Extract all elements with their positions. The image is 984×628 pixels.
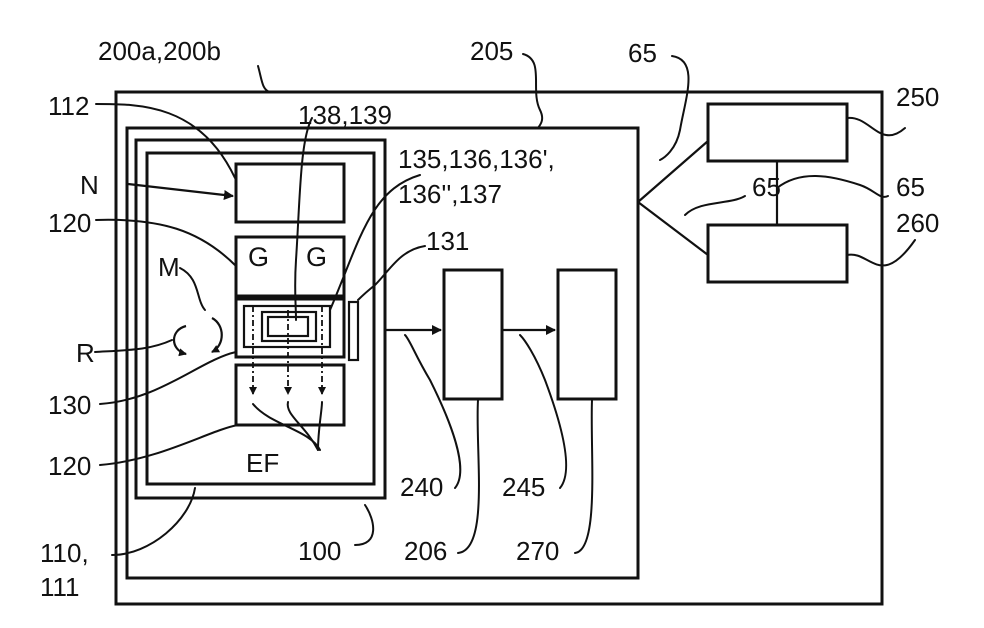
- remote-box-250: [708, 104, 847, 161]
- label-r: R: [76, 338, 95, 368]
- label-138-139: 138,139: [298, 100, 392, 130]
- leader-65a: [660, 56, 689, 160]
- label-65-right: 65: [896, 172, 925, 202]
- label-131: 131: [426, 226, 469, 256]
- label-g-left: G: [248, 242, 269, 272]
- label-111: 111: [40, 572, 80, 602]
- label-250: 250: [896, 82, 939, 112]
- label-100: 100: [298, 536, 341, 566]
- unit-box-205: [127, 128, 638, 578]
- label-m: M: [158, 252, 180, 282]
- label-200ab: 200a,200b: [98, 36, 221, 66]
- label-240: 240: [400, 472, 443, 502]
- label-135-line1: 135,136,136',: [398, 144, 555, 174]
- label-120-upper: 120: [48, 208, 91, 238]
- label-130: 130: [48, 390, 91, 420]
- leader-250: [847, 118, 905, 135]
- remote-box-260: [708, 225, 847, 282]
- rotation-arrow-r: [174, 326, 186, 354]
- label-ef: EF: [246, 448, 279, 478]
- device-box-100: [136, 140, 385, 498]
- label-110: 110,: [40, 538, 89, 568]
- label-g-right: G: [306, 242, 327, 272]
- output-box-270: [558, 270, 616, 399]
- label-270: 270: [516, 536, 559, 566]
- leader-130: [100, 352, 236, 404]
- link-65-upper: [638, 141, 708, 202]
- leader-m: [180, 268, 205, 310]
- label-112: 112: [48, 91, 89, 121]
- leader-65b: [777, 176, 888, 197]
- rotation-arrow-m: [212, 318, 222, 352]
- leader-270: [575, 400, 592, 553]
- label-206: 206: [404, 536, 447, 566]
- component-box-112: [236, 164, 344, 222]
- link-65-lower: [638, 202, 708, 255]
- label-205: 205: [470, 36, 513, 66]
- label-120-lower: 120: [48, 451, 91, 481]
- housing-box-110: [147, 153, 374, 484]
- leader-131: [358, 246, 425, 300]
- leader-240: [405, 335, 460, 488]
- leader-ef-1: [253, 404, 320, 450]
- label-260: 260: [896, 208, 939, 238]
- leader-120b: [100, 425, 238, 465]
- label-135-line2: 136'',137: [398, 179, 502, 209]
- leader-r: [95, 340, 172, 352]
- label-n: N: [80, 170, 99, 200]
- leader-200ab: [258, 66, 270, 92]
- processing-box-240: [444, 270, 502, 399]
- leader-138: [295, 118, 312, 320]
- label-65-mid: 65: [752, 172, 781, 202]
- leader-65c: [685, 196, 745, 215]
- arrow-n: [128, 184, 233, 196]
- generator-box-120-lower: [236, 365, 344, 425]
- label-65-top: 65: [628, 38, 657, 68]
- side-element-131: [349, 302, 358, 360]
- leader-100: [355, 505, 373, 545]
- label-245: 245: [502, 472, 545, 502]
- leader-206: [458, 400, 479, 553]
